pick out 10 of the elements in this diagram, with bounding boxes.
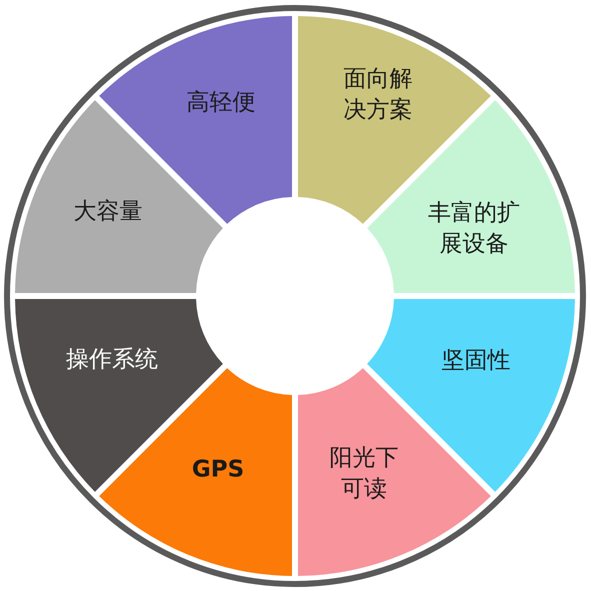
segment-label: 面向解决方案: [342, 65, 414, 125]
segment-label: GPS: [190, 456, 246, 484]
segment-label: 丰富的扩展设备: [427, 199, 521, 259]
segment-label: 大容量: [72, 198, 144, 226]
ring-segment: [97, 16, 295, 226]
segment-label: 坚固性: [440, 346, 512, 376]
segment-label: 操作系统: [65, 346, 159, 374]
ring-segment: [365, 98, 575, 296]
segment-label: 高轻便: [186, 88, 256, 118]
segment-label: 阳光下可读: [328, 444, 400, 504]
